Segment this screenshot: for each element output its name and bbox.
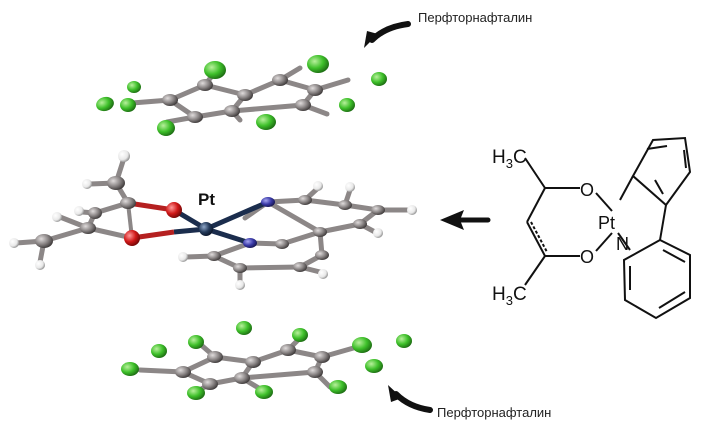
platinum-label: Pt xyxy=(598,213,615,233)
structural-formula xyxy=(524,136,692,320)
oxygen-label-top: O xyxy=(580,180,594,200)
oxygen-atom-lower xyxy=(124,230,140,246)
oxygen-atom-upper xyxy=(166,202,182,218)
bottom-perfluoronaphthalene xyxy=(121,321,412,400)
bottom-molecule-label: Перфторнафталин xyxy=(437,405,552,420)
platinum-complex-ortep xyxy=(9,150,417,290)
oxygen-label-bottom: O xyxy=(580,247,594,267)
left-arrow-icon xyxy=(440,210,491,230)
top-molecule-label: Перфторнафталин xyxy=(418,10,533,25)
methyl-label-bottom: H3C xyxy=(492,284,527,308)
nitrogen-label: N xyxy=(616,234,629,254)
platinum-atom-label: Pt xyxy=(198,190,215,209)
methyl-label-top: H3C xyxy=(492,147,527,171)
top-perfluoronaphthalene xyxy=(96,55,387,136)
curved-arrow-icon xyxy=(388,385,433,413)
curved-arrow-icon xyxy=(364,21,411,48)
platinum-atom xyxy=(199,222,213,236)
structure-labels: H3C H3C O O Pt N xyxy=(492,147,629,308)
